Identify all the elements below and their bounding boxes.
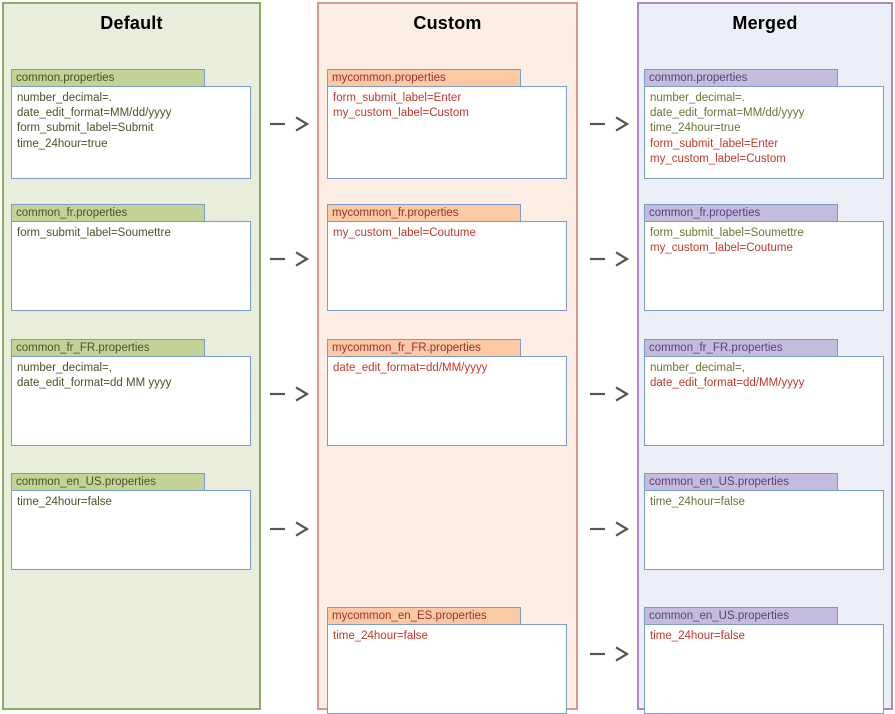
properties-file-name: mycommon_en_ES.properties: [327, 607, 521, 625]
flow-arrow-icon: [268, 114, 312, 134]
properties-file-name: common.properties: [11, 69, 205, 87]
properties-file-name: common_fr_FR.properties: [644, 339, 838, 357]
properties-entry: date_edit_format=MM/dd/yyyy: [650, 107, 805, 120]
properties-entry: form_submit_label=Enter: [650, 137, 779, 150]
properties-file-content: form_submit_label=Enter my_custom_label=C…: [327, 86, 567, 179]
flow-arrow-icon: [588, 644, 632, 664]
flow-arrow-icon: [588, 114, 632, 134]
properties-file-content: number_decimal=, date_edit_format=dd MM y…: [11, 356, 251, 446]
properties-file-content: number_decimal=. date_edit_format=MM/dd/y…: [644, 86, 884, 179]
properties-file-content: my_custom_label=Coutume: [327, 221, 567, 311]
properties-file-name: common_fr_FR.properties: [11, 339, 205, 357]
properties-entry: time_24hour=false: [650, 630, 745, 642]
properties-file-name: common_fr.properties: [644, 204, 838, 222]
properties-entry: my_custom_label=Coutume: [650, 242, 793, 255]
properties-file-content: number_decimal=. date_edit_format=MM/dd/y…: [11, 86, 251, 179]
properties-entry: time_24hour=true: [650, 122, 741, 135]
properties-entry: time_24hour=false: [333, 630, 428, 642]
properties-entry: time_24hour=true: [17, 137, 108, 150]
column-title-merged: Merged: [732, 13, 798, 33]
properties-entry: my_custom_label=Custom: [333, 107, 469, 120]
properties-file-content: time_24hour=false: [327, 624, 567, 714]
properties-file-content: number_decimal=, date_edit_format=dd/MM/y…: [644, 356, 884, 446]
properties-file-name: common_en_US.properties: [644, 607, 838, 625]
properties-entry: form_submit_label=Submit: [17, 122, 154, 135]
properties-entry: date_edit_format=MM/dd/yyyy: [17, 107, 172, 120]
properties-entry: number_decimal=,: [650, 362, 745, 374]
properties-file-content: form_submit_label=Soumettre: [11, 221, 251, 311]
properties-entry: time_24hour=false: [17, 496, 112, 508]
properties-file-name: common_en_US.properties: [11, 473, 205, 491]
properties-file-content: time_24hour=false: [11, 490, 251, 570]
properties-entry: number_decimal=.: [17, 92, 112, 104]
properties-file-name: common.properties: [644, 69, 838, 87]
properties-file-name: mycommon_fr.properties: [327, 204, 521, 222]
properties-file-content: time_24hour=false: [644, 490, 884, 570]
flow-arrow-icon: [588, 249, 632, 269]
properties-file-name: common_en_US.properties: [644, 473, 838, 491]
flow-arrow-icon: [268, 384, 312, 404]
properties-file-content: date_edit_format=dd/MM/yyyy: [327, 356, 567, 446]
flow-arrow-icon: [268, 249, 312, 269]
properties-entry: time_24hour=false: [650, 496, 745, 508]
properties-file-content: time_24hour=false: [644, 624, 884, 714]
flow-arrow-icon: [268, 519, 312, 539]
properties-entry: form_submit_label=Soumettre: [650, 227, 804, 239]
properties-file-content: form_submit_label=Soumettre my_custom_lab…: [644, 221, 884, 311]
properties-entry: my_custom_label=Coutume: [333, 227, 476, 239]
properties-entry: number_decimal=.: [650, 92, 745, 104]
properties-entry: form_submit_label=Soumettre: [17, 227, 171, 239]
properties-entry: my_custom_label=Custom: [650, 152, 786, 165]
column-title-custom: Custom: [413, 13, 482, 33]
properties-entry: form_submit_label=Enter: [333, 92, 462, 104]
column-title-default: Default: [100, 13, 163, 33]
properties-file-name: mycommon_fr_FR.properties: [327, 339, 521, 357]
properties-entry: date_edit_format=dd/MM/yyyy: [650, 377, 805, 390]
properties-file-name: mycommon.properties: [327, 69, 521, 87]
properties-entry: date_edit_format=dd/MM/yyyy: [333, 362, 488, 374]
properties-file-name: common_fr.properties: [11, 204, 205, 222]
flow-arrow-icon: [588, 519, 632, 539]
flow-arrow-icon: [588, 384, 632, 404]
properties-entry: date_edit_format=dd MM yyyy: [17, 377, 172, 390]
properties-entry: number_decimal=,: [17, 362, 112, 374]
